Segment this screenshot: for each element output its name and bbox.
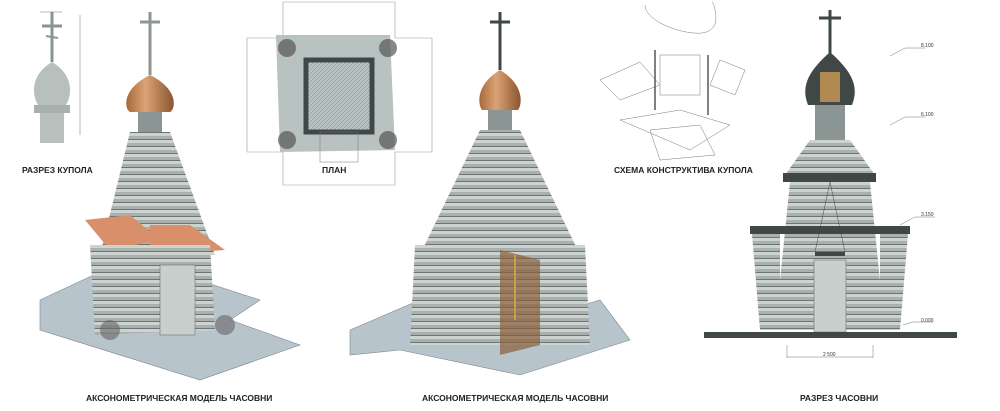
caption-chapel-section: РАЗРЕЗ ЧАСОВНИ: [800, 393, 878, 403]
caption-plan: ПЛАН: [322, 165, 346, 175]
dome-section-drawing: [33, 11, 81, 143]
level-mark-top: 8.100: [921, 43, 934, 49]
chapel-section-drawing: [704, 10, 957, 358]
dome-structure-scheme: [599, 1, 746, 161]
caption-dome-section: РАЗРЕЗ КУПОЛА: [22, 165, 93, 175]
level-mark-dome-base: 6.100: [921, 112, 934, 118]
width-dimension: 2 500: [823, 352, 836, 358]
level-mark-roof: 3.150: [921, 212, 934, 218]
axonometric-model-2: [349, 12, 631, 376]
caption-axonometric-1: АКСОНОМЕТРИЧЕСКАЯ МОДЕЛЬ ЧАСОВНИ: [86, 393, 272, 403]
level-mark-floor: 0.000: [921, 318, 934, 324]
caption-dome-structure: СХЕМА КОНСТРУКТИВА КУПОЛА: [614, 165, 753, 175]
axonometric-model-1: [39, 12, 301, 381]
plan-drawing: [246, 1, 433, 186]
caption-axonometric-2: АКСОНОМЕТРИЧЕСКАЯ МОДЕЛЬ ЧАСОВНИ: [422, 393, 608, 403]
